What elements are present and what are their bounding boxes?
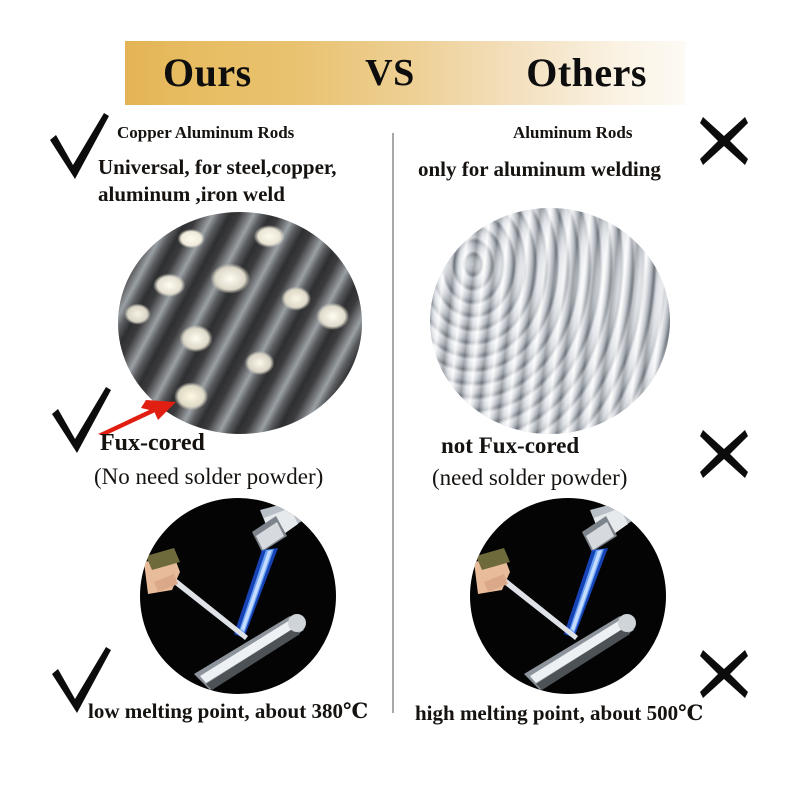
left-melting-point-text: low melting point, about 380℃ xyxy=(88,699,369,723)
banner-ours-label: Ours xyxy=(163,50,252,95)
right-melting-point-text: high melting point, about 500℃ xyxy=(415,701,704,725)
left-flux-label: Fux-cored xyxy=(100,430,205,456)
left-welding-photo xyxy=(140,498,336,694)
cross-icon-row2 xyxy=(698,428,750,480)
right-column-title: Aluminum Rods xyxy=(513,123,633,142)
right-flux-label: not Fux-cored xyxy=(441,433,580,458)
cross-icon-row1 xyxy=(698,115,750,167)
left-feature-text: Universal, for steel,copper, aluminum ,i… xyxy=(98,155,337,206)
check-icon-row3 xyxy=(50,645,112,715)
check-icon-row1 xyxy=(48,111,110,181)
column-divider xyxy=(392,133,394,713)
right-welding-photo xyxy=(470,498,666,694)
cross-icon-row3 xyxy=(698,648,750,700)
banner-vs-label: VS xyxy=(365,52,415,94)
comparison-banner: Ours VS Others xyxy=(125,41,685,105)
banner-others-label: Others xyxy=(526,50,647,95)
check-icon-row2 xyxy=(50,385,112,455)
left-rods-photo xyxy=(118,212,362,434)
right-flux-sublabel: (need solder powder) xyxy=(432,465,628,490)
left-column-title: Copper Aluminum Rods xyxy=(117,123,295,142)
right-feature-text: only for aluminum welding xyxy=(418,157,661,181)
right-rods-photo xyxy=(430,208,670,434)
banner-inner: Ours VS Others xyxy=(125,41,685,105)
left-flux-sublabel: (No need solder powder) xyxy=(94,464,324,489)
flux-pointer-arrow-icon xyxy=(96,398,182,441)
